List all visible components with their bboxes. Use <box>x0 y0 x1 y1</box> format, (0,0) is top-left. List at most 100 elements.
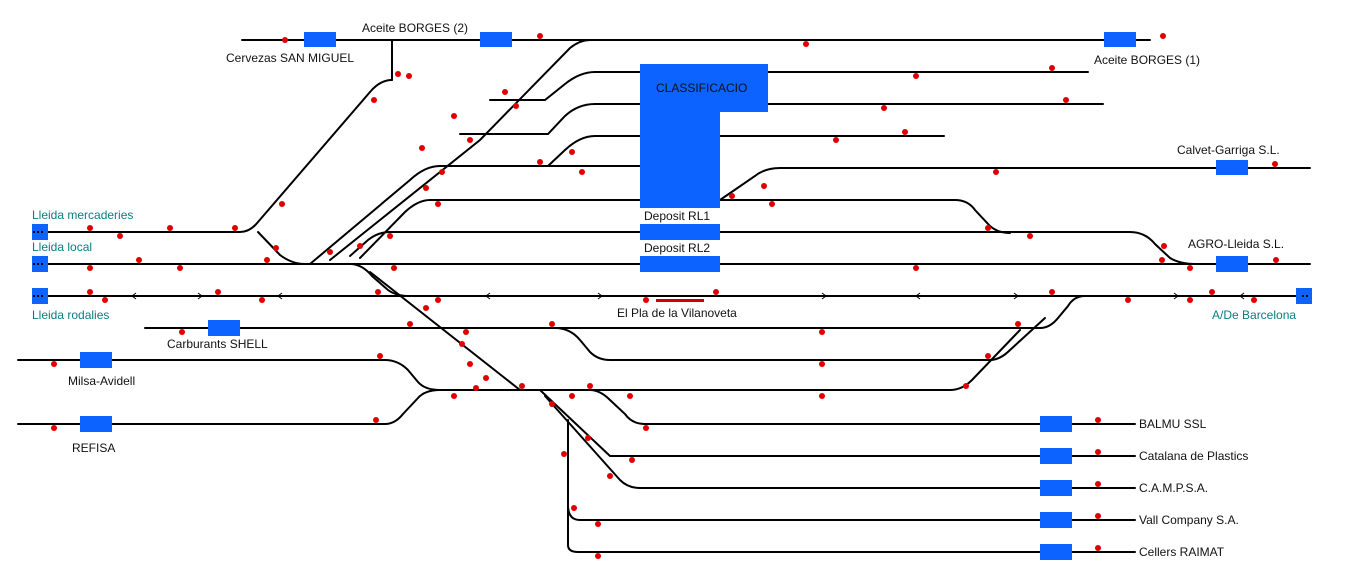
block-end-markers <box>33 231 1308 297</box>
track-segment <box>539 389 1136 457</box>
block-san-miguel <box>304 32 336 47</box>
signal-light <box>549 321 555 327</box>
track-segment <box>439 135 596 167</box>
signal-light <box>729 193 735 199</box>
signal-light <box>215 289 221 295</box>
block-vall <box>1040 512 1072 528</box>
signal-light <box>1049 289 1055 295</box>
signal-light <box>587 383 593 389</box>
track-segment <box>369 271 521 391</box>
platform-pla-vilanoveta <box>656 299 704 302</box>
signal-light <box>1159 257 1165 263</box>
signal-light <box>435 297 441 303</box>
signal-light <box>569 393 575 399</box>
signal-light <box>803 41 809 47</box>
signal-light <box>1160 33 1166 39</box>
track-segment <box>329 39 591 261</box>
signal-light <box>279 201 285 207</box>
label-cervezas: Cervezas SAN MIGUEL <box>226 51 354 65</box>
signal-light <box>51 361 57 367</box>
track-segment <box>389 231 1196 265</box>
signal-light <box>1095 417 1101 423</box>
track-segment <box>359 199 431 259</box>
signal-light <box>327 249 333 255</box>
signal-light <box>87 265 93 271</box>
signal-light <box>467 361 473 367</box>
signal-light <box>375 289 381 295</box>
signal-light <box>1095 545 1101 551</box>
signal-light <box>537 159 543 165</box>
block-classificacio <box>640 64 768 208</box>
signal-light <box>423 185 429 191</box>
signal-light <box>1161 243 1167 249</box>
signal-light <box>87 289 93 295</box>
label-aceite-1: Aceite BORGES (1) <box>1094 53 1200 67</box>
signal-light <box>1063 97 1069 103</box>
signal-light <box>629 457 635 463</box>
signal-light <box>1095 513 1101 519</box>
signal-light <box>761 183 767 189</box>
signal-light <box>373 417 379 423</box>
signal-light <box>1187 297 1193 303</box>
label-deposit-rl2: Deposit RL2 <box>644 241 710 255</box>
block-lleida-local <box>32 256 48 272</box>
signal-light <box>571 505 577 511</box>
signal-light <box>177 265 183 271</box>
signal-light <box>1095 449 1101 455</box>
signal-light <box>513 103 519 109</box>
signal-light <box>607 473 613 479</box>
signal-light <box>1272 161 1278 167</box>
direction-arrow-icon <box>1239 292 1245 300</box>
label-refisa: REFISA <box>72 441 115 455</box>
signal-light <box>595 521 601 527</box>
signal-light <box>579 169 585 175</box>
track-segment <box>719 167 1311 201</box>
signal-light <box>259 297 265 303</box>
label-shell: Carburants SHELL <box>167 337 268 351</box>
signal-light <box>902 129 908 135</box>
track-segment <box>554 317 1046 361</box>
signal-light <box>1125 297 1131 303</box>
direction-arrow-icon <box>915 292 921 300</box>
signal-light <box>713 289 719 295</box>
signal-light <box>232 225 238 231</box>
signal-light <box>463 329 469 335</box>
block-calvet <box>1216 160 1248 175</box>
signal-light <box>585 435 591 441</box>
signal-light <box>963 383 969 389</box>
signal-light <box>387 233 393 239</box>
signal-light <box>419 145 425 151</box>
label-agro: AGRO-Lleida S.L. <box>1188 237 1284 251</box>
signal-light <box>371 97 377 103</box>
signal-light <box>391 265 397 271</box>
signal-light <box>483 375 489 381</box>
label-vall: Vall Company S.A. <box>1139 513 1239 527</box>
signal-light <box>769 201 775 207</box>
signal-light <box>1251 297 1257 303</box>
track-segment <box>544 395 1136 489</box>
signal-light <box>537 33 543 39</box>
track-segment <box>17 329 1021 391</box>
direction-arrow-icon <box>821 292 827 300</box>
signal-light <box>985 353 991 359</box>
block-agro <box>1216 256 1248 272</box>
signal-light <box>451 393 457 399</box>
signal-light <box>87 225 93 231</box>
signal-light <box>117 233 123 239</box>
label-balmu: BALMU SSL <box>1139 417 1207 431</box>
block-campsa <box>1040 480 1072 496</box>
signal-light <box>819 361 825 367</box>
block-balmu <box>1040 416 1072 432</box>
signal-light <box>423 305 429 311</box>
direction-arrow-icon <box>485 292 491 300</box>
signal-light <box>167 225 173 231</box>
signal-light <box>833 137 839 143</box>
track-segment <box>349 231 391 257</box>
signal-light <box>406 73 412 79</box>
direction-arrow-icon <box>277 292 283 300</box>
label-deposit-rl1: Deposit RL1 <box>644 209 710 223</box>
track-segment <box>567 419 1136 553</box>
track-segment <box>539 389 1136 425</box>
track-segment <box>144 295 1086 329</box>
signal-light <box>451 113 457 119</box>
